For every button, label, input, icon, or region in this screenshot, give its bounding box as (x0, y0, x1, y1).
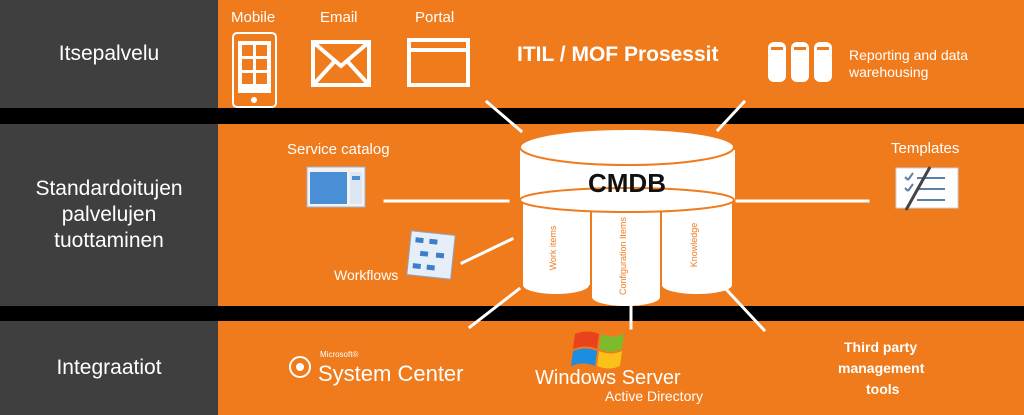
row3-label-text: Integraatiot (56, 356, 162, 379)
system-center-logo-icon (289, 356, 311, 378)
portal-label: Portal (415, 9, 455, 26)
windows-logo-icon (571, 331, 624, 369)
workflow-diagram-icon (406, 230, 456, 280)
third-party-line1: Third party (844, 339, 918, 355)
third-party-line3: tools (866, 381, 900, 397)
windows-server-label: Windows Server (535, 367, 681, 389)
cmdb-title: CMDB (588, 168, 666, 198)
microsoft-label: Microsoft® (320, 350, 359, 359)
reporting-line2: warehousing (849, 64, 929, 80)
mobile-icon (232, 32, 277, 108)
connector-system-center (467, 286, 522, 330)
row2-label-text: Standardoitujen palvelujen tuottaminen (35, 177, 183, 252)
row-label-itsepalvelu: Itsepalvelu (0, 0, 218, 108)
active-directory-label: Active Directory (605, 388, 704, 404)
row-label-integraatiot: Integraatiot (0, 321, 218, 415)
templates-checklist-icon (895, 166, 959, 211)
row1-label-text: Itsepalvelu (58, 42, 160, 65)
system-center-label: System Center (318, 361, 464, 386)
reporting-line1: Reporting and data (849, 47, 969, 63)
service-catalog-icon (306, 166, 366, 208)
database-icon (768, 42, 832, 82)
cmdb-col-work-items: Work items (548, 225, 558, 270)
process-title: ITIL / MOF Prosessit (517, 43, 719, 66)
connector-process (484, 99, 524, 134)
workflows-label: Workflows (334, 267, 399, 283)
connector-reporting (715, 99, 747, 133)
service-catalog-label: Service catalog (287, 141, 390, 158)
email-label: Email (320, 9, 358, 26)
row-label-standardoitujen: Standardoitujen palvelujen tuottaminen (0, 124, 218, 306)
cmdb-col-knowledge: Knowledge (689, 223, 699, 268)
templates-label: Templates (891, 140, 960, 157)
envelope-icon (311, 40, 371, 87)
cmdb-cylinder (519, 128, 735, 306)
mobile-label: Mobile (231, 9, 276, 26)
connector-lines (383, 99, 870, 333)
browser-window-icon (407, 38, 470, 87)
cmdb-col-configuration-items: Configuration Items (618, 216, 628, 295)
connector-third-party (721, 284, 767, 333)
connector-workflows (459, 236, 515, 266)
third-party-line2: management (838, 360, 925, 376)
